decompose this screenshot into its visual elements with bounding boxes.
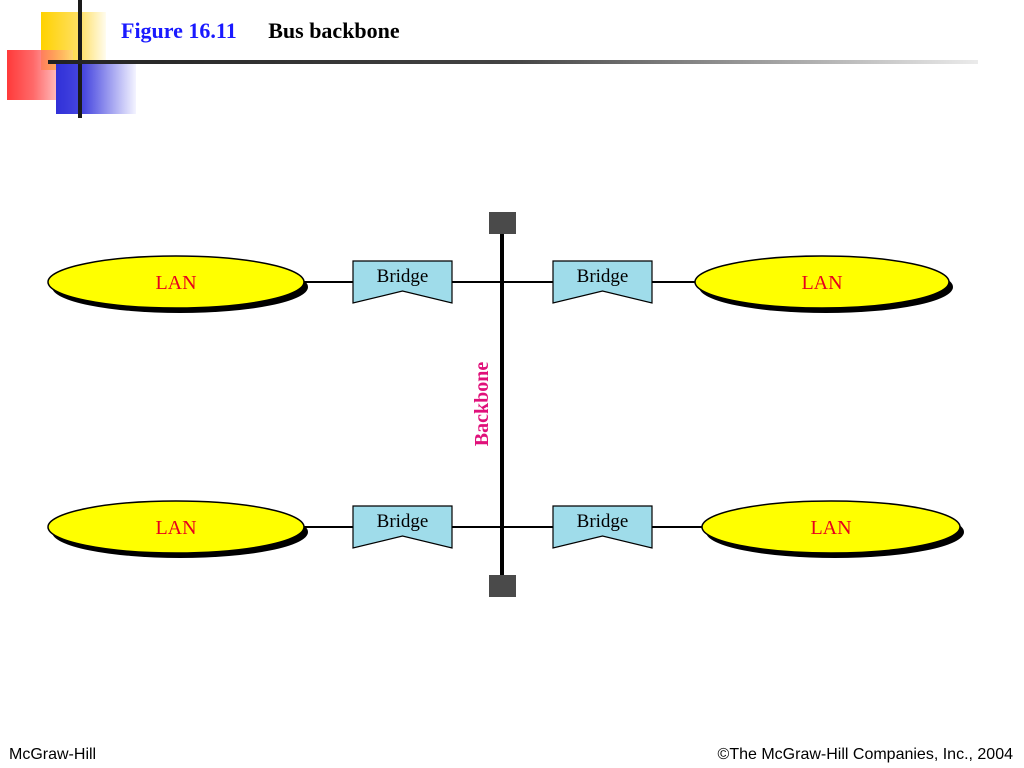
figure-title: Bus backbone	[268, 18, 400, 43]
bridge-top-right-shape	[552, 260, 653, 304]
connection-lines	[304, 281, 702, 528]
bridge-top-right: Bridge	[552, 260, 653, 304]
lan-top-right: LAN	[694, 255, 953, 313]
footer-copyright: ©The McGraw-Hill Companies, Inc., 2004	[717, 746, 1013, 763]
decor-horizontal-line	[48, 60, 978, 64]
bridge-top-right-label: Bridge	[577, 266, 629, 287]
bridge-top-left-shape	[352, 260, 453, 304]
footer-publisher: McGraw-Hill	[9, 746, 97, 763]
lan-top-left: LAN	[47, 255, 308, 313]
backbone-label: Backbone	[471, 362, 493, 447]
decor-vertical-line	[78, 0, 82, 118]
bridge-bottom-right-label: Bridge	[577, 511, 629, 532]
lan-bottom-left: LAN	[47, 500, 308, 558]
bridge-bottom-left: Bridge	[352, 505, 453, 549]
slide-title: Figure 16.11 Bus backbone	[121, 17, 400, 45]
lan-bottom-right-label: LAN	[810, 517, 851, 539]
backbone-terminator-bottom	[489, 575, 516, 597]
lan-top-left-label: LAN	[155, 272, 196, 294]
lan-top-right-label: LAN	[801, 272, 842, 294]
lan-top-left-ellipse	[47, 255, 305, 309]
lan-bottom-left-label: LAN	[155, 517, 196, 539]
backbone-terminator-top	[489, 212, 516, 234]
bridge-top-left: Bridge	[352, 260, 453, 304]
figure-label: Figure 16.11	[121, 18, 237, 43]
bridge-bottom-right: Bridge	[552, 505, 653, 549]
bridge-bottom-right-shape	[552, 505, 653, 549]
decor-blue-square	[56, 62, 136, 114]
bridge-top-left-label: Bridge	[377, 266, 429, 287]
bridge-bottom-left-shape	[352, 505, 453, 549]
lan-bottom-right: LAN	[701, 500, 964, 558]
bridge-bottom-left-label: Bridge	[377, 511, 429, 532]
lan-bottom-left-ellipse	[47, 500, 305, 554]
lan-bottom-right-ellipse	[701, 500, 961, 554]
lan-top-right-ellipse	[694, 255, 950, 309]
